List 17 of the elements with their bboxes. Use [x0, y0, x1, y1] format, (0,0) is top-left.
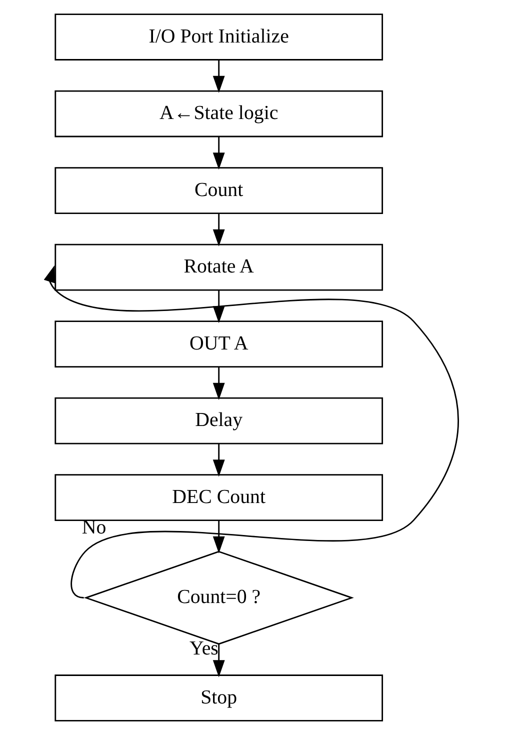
arrow: [212, 136, 225, 170]
node-box: A←State logic: [54, 90, 384, 138]
arrow: [44, 265, 459, 598]
arrow: [212, 366, 225, 400]
node-box: Delay: [54, 397, 384, 444]
arrow: [212, 444, 225, 477]
arrow: [212, 60, 225, 93]
arrow: [212, 213, 225, 246]
node-box: Stop: [54, 674, 384, 722]
node-box: DEC Count: [54, 474, 384, 521]
arrow: [212, 644, 225, 678]
node-box: Count: [54, 167, 384, 214]
node-box: OUT A: [54, 320, 384, 368]
node-box: Rotate A: [54, 244, 384, 291]
arrow: [212, 290, 225, 324]
arrow: [212, 520, 225, 554]
node-box: I/O Port Initialize: [54, 14, 384, 60]
